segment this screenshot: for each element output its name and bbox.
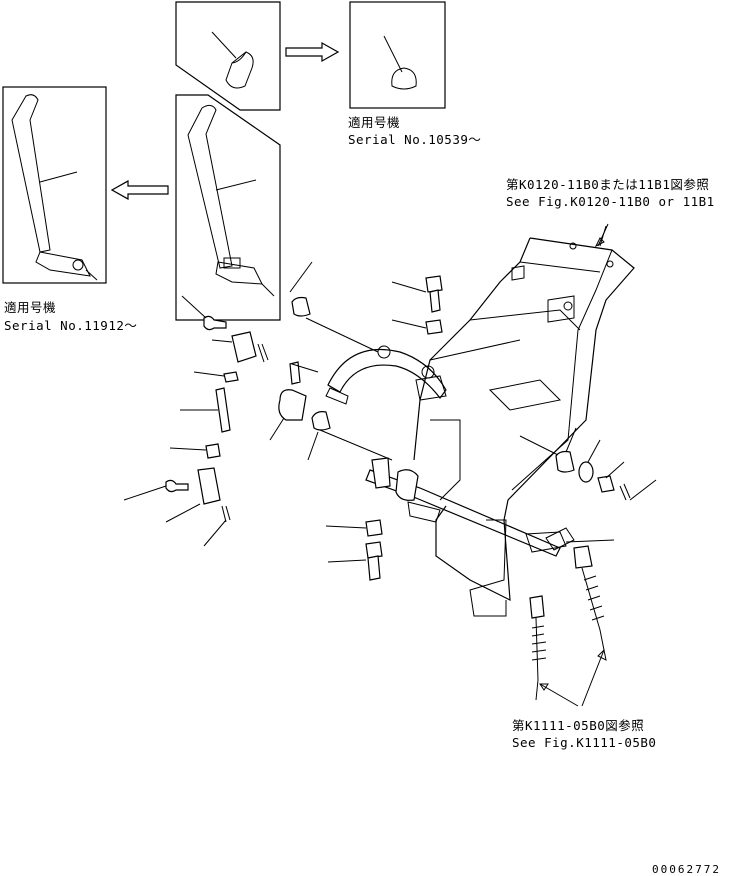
upper-bracket (325, 345, 447, 405)
inset-top-note-jp: 適用号機 (348, 115, 401, 130)
main-bracket-frame (413, 225, 635, 617)
ref-cable-en: See Fig.K1111-05B0 (512, 735, 657, 750)
loose-parts-right (555, 427, 657, 543)
control-cables (529, 545, 607, 707)
new-knob-inset (349, 1, 446, 109)
arrow-right-icon (285, 41, 340, 63)
lower-shaft-assembly (365, 457, 575, 557)
inset-left-serial: Serial No.11912～ (4, 318, 138, 333)
loose-parts-center (269, 261, 443, 581)
old-grip-inset (175, 1, 281, 111)
document-id: 00062772 (652, 863, 721, 876)
ref-frame-jp: 第K0120-11B0または11B1図参照 (506, 177, 710, 192)
inset-top-serial: Serial No.10539～ (348, 132, 482, 147)
inset-left-note-jp: 適用号機 (4, 300, 57, 315)
lever-variant-inset (2, 86, 107, 284)
ref-frame-en: See Fig.K0120-11B0 or 11B1 (506, 194, 715, 209)
lever-current-inset (175, 94, 281, 321)
arrow-left-icon (110, 179, 169, 201)
ref-frame-pointer (597, 223, 609, 247)
loose-parts-left (123, 295, 269, 547)
ref-cable-jp: 第K1111-05B0図参照 (512, 718, 645, 733)
